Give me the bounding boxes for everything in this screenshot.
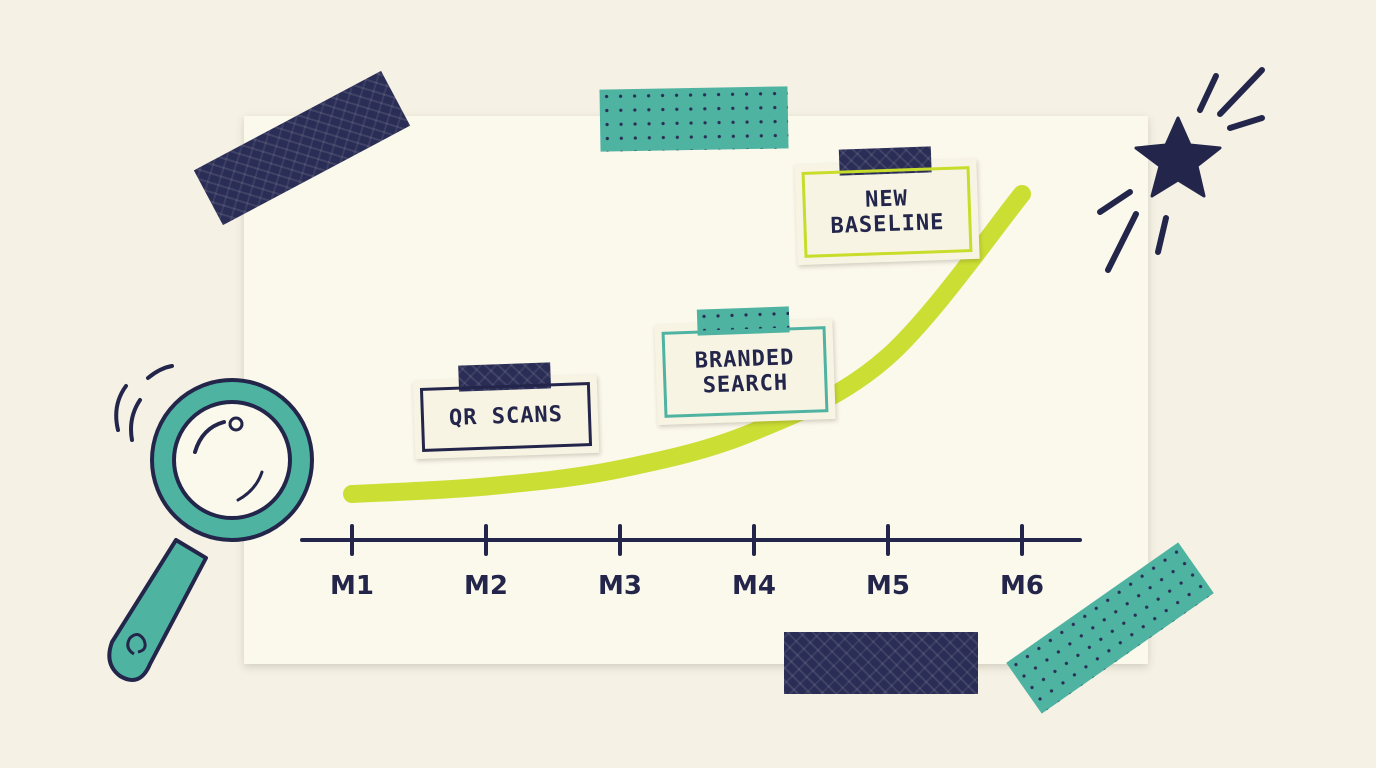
x-tick-label: M5 [866, 571, 910, 601]
annotation-branded-search: BRANDED SEARCH [654, 306, 836, 426]
x-tick-labels: M1 M2 M3 M4 M5 M6 [330, 571, 1044, 601]
x-tick-label: M4 [732, 571, 776, 601]
magnifying-glass-icon [107, 364, 314, 682]
annotation-text: BRANDED SEARCH [694, 344, 795, 399]
series-line [343, 185, 1031, 503]
x-tick-label: M2 [464, 571, 508, 601]
x-tick-label: M6 [1000, 571, 1044, 601]
annotation-text: QR SCANS [448, 402, 564, 432]
annotation-text: NEW BASELINE [830, 185, 945, 239]
x-tick-label: M1 [330, 571, 374, 601]
star-icon [1097, 67, 1265, 273]
x-ticks [350, 524, 1024, 556]
navy-tape-bottom [784, 632, 978, 694]
annotation-new-baseline: NEW BASELINE [794, 146, 980, 266]
x-tick-label: M3 [598, 571, 642, 601]
annotation-qr-scans: QR SCANS [412, 362, 600, 460]
